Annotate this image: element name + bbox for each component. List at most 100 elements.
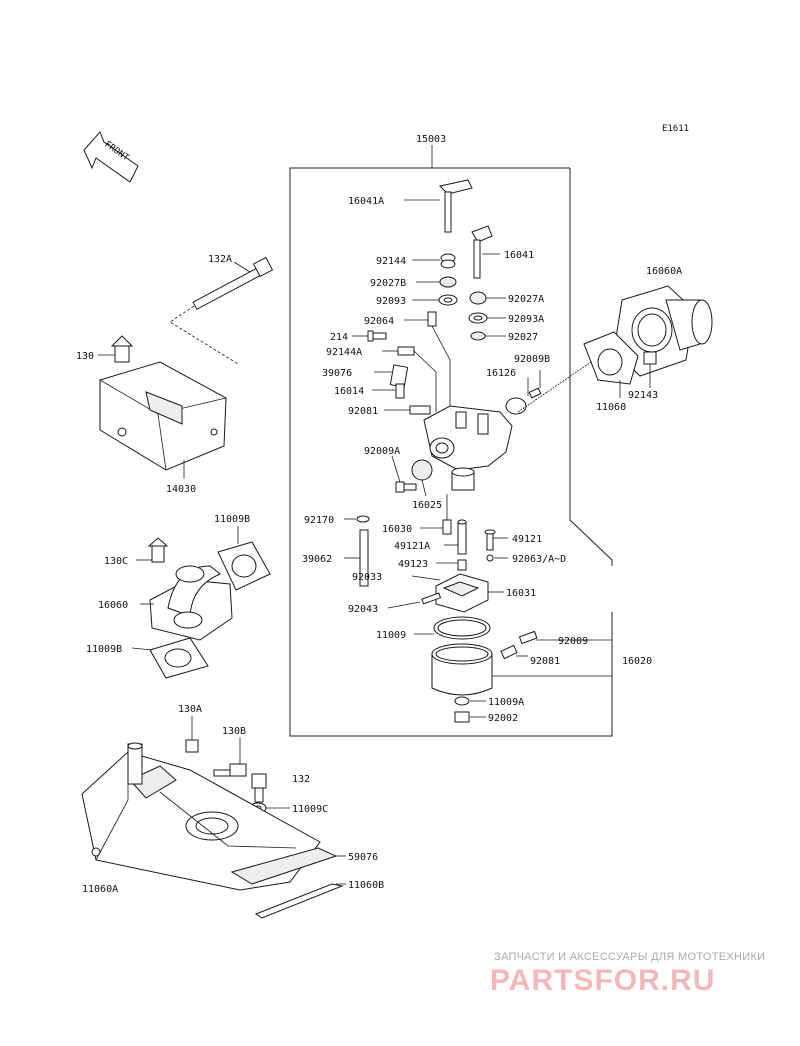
label-92081-upper: 92081 xyxy=(348,406,378,417)
label-92009: 92009 xyxy=(558,636,588,647)
label-92009B: 92009B xyxy=(514,354,550,365)
bolt-part xyxy=(454,711,470,723)
label-11009B: 11009B xyxy=(86,644,122,655)
label-92002: 92002 xyxy=(488,713,518,724)
label-92143: 92143 xyxy=(628,390,658,401)
label-11060: 11060 xyxy=(596,402,626,413)
label-130A: 130A xyxy=(178,704,202,715)
bolt-part xyxy=(213,738,247,777)
label-92170: 92170 xyxy=(304,515,334,526)
label-132A: 132A xyxy=(208,254,232,265)
label-59076: 59076 xyxy=(348,852,378,863)
float-part xyxy=(435,573,489,613)
clip-part xyxy=(356,515,370,523)
label-92027B: 92027B xyxy=(370,278,406,289)
label-16060: 16060 xyxy=(98,600,128,611)
washer-part xyxy=(438,294,458,306)
label-14030: 14030 xyxy=(166,484,196,495)
label-92009A: 92009A xyxy=(364,446,400,457)
washer-part xyxy=(454,696,470,706)
spring-part xyxy=(440,253,456,269)
label-16020: 16020 xyxy=(622,656,652,667)
washer-part xyxy=(468,312,488,324)
label-130B: 130B xyxy=(222,726,246,737)
screw-part xyxy=(395,481,417,493)
float-pin-part xyxy=(457,519,467,555)
intake-manifold-part xyxy=(81,742,321,891)
label-92033: 92033 xyxy=(352,572,382,583)
label-92027: 92027 xyxy=(508,332,538,343)
nut-part xyxy=(643,351,657,365)
main-jet-part xyxy=(442,494,452,535)
gasket-part xyxy=(217,541,271,591)
screw-part xyxy=(484,529,496,551)
label-130: 130 xyxy=(76,351,94,362)
label-49121A: 49121A xyxy=(394,541,430,552)
label-16041A: 16041A xyxy=(348,196,384,207)
gasket-plate-part xyxy=(505,387,542,415)
label-16126: 16126 xyxy=(486,368,516,379)
label-11009B-upper: 11009B xyxy=(214,514,250,525)
label-16031: 16031 xyxy=(506,588,536,599)
label-92063: 92063/A~D xyxy=(512,554,566,565)
label-49121: 49121 xyxy=(512,534,542,545)
front-arrow-icon: FRONT xyxy=(83,131,139,183)
label-11009C: 11009C xyxy=(292,804,328,815)
label-39076: 39076 xyxy=(322,368,352,379)
intake-elbow-part xyxy=(149,565,233,641)
float-bowl-part xyxy=(431,643,493,696)
label-16025: 16025 xyxy=(412,500,442,511)
assembly-label: 15003 xyxy=(416,134,446,145)
washer-part xyxy=(486,554,494,562)
bolt-part xyxy=(185,716,199,753)
choke-shaft-part xyxy=(438,179,473,233)
label-92093: 92093 xyxy=(376,296,406,307)
label-132: 132 xyxy=(292,774,310,785)
spring-part xyxy=(397,346,415,356)
label-92043: 92043 xyxy=(348,604,378,615)
label-11060A: 11060A xyxy=(82,884,118,895)
needle-valve-part xyxy=(457,559,467,571)
label-16060A: 16060A xyxy=(646,266,682,277)
gasket-part xyxy=(254,883,344,919)
screw-part xyxy=(367,330,387,342)
long-bolt-part xyxy=(192,256,274,310)
diagram-code: E1611 xyxy=(662,124,689,134)
seal-part xyxy=(470,331,486,341)
label-16014: 16014 xyxy=(334,386,364,397)
gasket-part xyxy=(411,459,433,481)
carburetor-assembly-frame xyxy=(289,145,613,737)
label-92081-lower: 92081 xyxy=(530,656,560,667)
label-16030: 16030 xyxy=(382,524,412,535)
air-intake-adapter-part xyxy=(613,285,713,377)
label-16041: 16041 xyxy=(504,250,534,261)
label-11009A: 11009A xyxy=(488,697,524,708)
throttle-shaft-part xyxy=(471,225,493,279)
needle-part xyxy=(395,383,405,399)
label-92144A: 92144A xyxy=(326,347,362,358)
watermark-brand: PARTSFOR.RU xyxy=(490,964,715,997)
label-92144: 92144 xyxy=(376,256,406,267)
bolt-part xyxy=(147,537,169,563)
label-11060B: 11060B xyxy=(348,880,384,891)
drain-screw-part xyxy=(500,630,538,660)
cover-part xyxy=(99,361,227,471)
watermark-caption: ЗАПЧАСТИ И АКСЕССУАРЫ ДЛЯ МОТОТЕХНИКИ xyxy=(494,951,765,963)
bowl-gasket-part xyxy=(433,616,491,640)
spring-part xyxy=(409,405,431,415)
gasket-part xyxy=(583,331,639,385)
label-92027A: 92027A xyxy=(508,294,544,305)
float-pin-part xyxy=(421,592,442,605)
seal-part xyxy=(469,291,487,305)
seal-part xyxy=(439,276,457,288)
label-39062: 39062 xyxy=(302,554,332,565)
label-130C: 130C xyxy=(104,556,128,567)
bolt-part xyxy=(110,335,134,363)
label-214: 214 xyxy=(330,332,348,343)
label-92064: 92064 xyxy=(364,316,394,327)
label-92093A: 92093A xyxy=(508,314,544,325)
carburetor-body-part xyxy=(423,405,513,491)
plug-part xyxy=(427,311,437,327)
bolt-part xyxy=(251,773,267,803)
